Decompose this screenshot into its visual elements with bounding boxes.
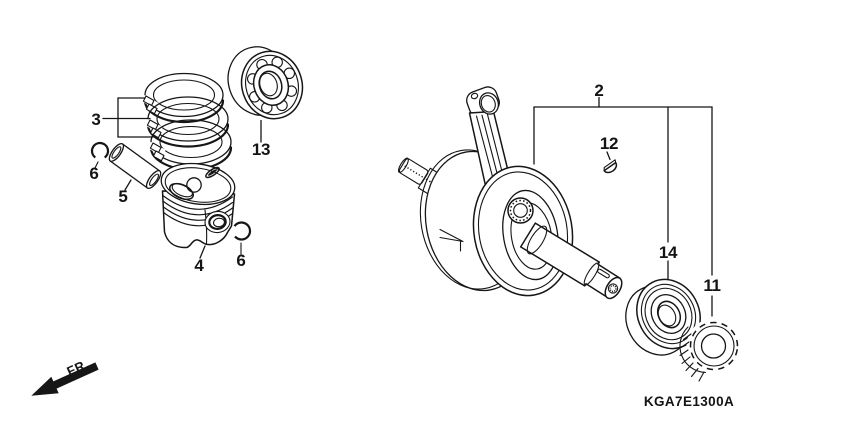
crankshaft-drawing (397, 86, 623, 300)
callout-6a-label: 6 (89, 164, 98, 183)
front-direction-indicator: FR. (31, 356, 99, 396)
callout-3-bracket (102, 97, 154, 138)
piston-pin-drawing (108, 142, 162, 190)
timing-gear-drawing (679, 318, 742, 382)
pin-clip-left-drawing (90, 141, 110, 161)
diagram-code: KGA7E1300A (644, 394, 734, 409)
pin-clip-right-drawing (231, 221, 252, 241)
callout-6a-leader (94, 161, 99, 169)
callout-5-label: 5 (118, 187, 127, 206)
callout-4-label: 4 (194, 256, 204, 275)
helical-teeth-hatch (679, 333, 705, 382)
crank-pin-end (507, 197, 534, 224)
callout-2-label: 2 (594, 81, 603, 100)
callout-6b-label: 6 (236, 251, 245, 270)
crankshaft-right-shaft (519, 222, 623, 300)
ball-bearing-14-drawing (625, 278, 701, 356)
front-direction-label: FR. (64, 356, 91, 379)
callout-11-label: 11 (703, 276, 720, 295)
callout-5-leader (124, 179, 132, 191)
ball-bearing-13-drawing (227, 46, 304, 120)
callout-13-label: 13 (252, 140, 270, 159)
woodruff-key-drawing (603, 159, 618, 174)
callout-14-label: 14 (659, 243, 678, 262)
callout-12-label: 12 (600, 134, 618, 153)
callout-12-leader (606, 151, 611, 161)
callout-4-leader (199, 245, 206, 259)
callout-2-bracket (533, 96, 713, 317)
front-arrow-icon (31, 362, 99, 396)
callout-3-label: 3 (91, 110, 100, 129)
web-balance-notch (439, 228, 464, 252)
keyway-slot (597, 268, 610, 279)
piston-drawing (160, 162, 236, 249)
piston-ring-set-drawing (141, 72, 233, 171)
